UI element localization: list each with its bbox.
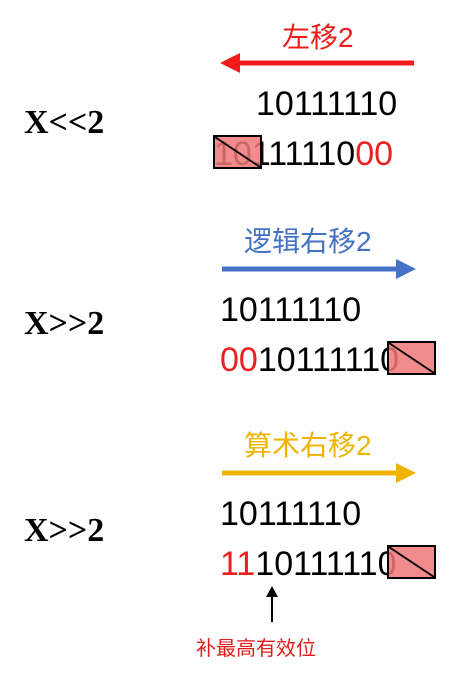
logical-result-body: 10111110 <box>257 341 400 379</box>
arith-result-body: 10111110 <box>255 545 397 583</box>
left-arrow <box>220 53 414 73</box>
logical-shift-title: 逻辑右移2 <box>244 226 372 257</box>
arith-result-bits: 1110111110 <box>220 544 436 584</box>
left-result-bits: 1011111000 <box>213 134 394 174</box>
left-original-bits: 10111110 <box>256 85 398 123</box>
discarded-bits-box <box>387 341 436 375</box>
logical-result-prefix: 00 <box>220 341 258 379</box>
logical-result-bits: 0010111110 <box>220 340 436 380</box>
left-result-suffix: 00 <box>355 135 394 173</box>
arith-result-prefix: 11 <box>220 545 256 583</box>
left-shift-operator: X<<2 <box>24 104 105 141</box>
discarded-bits-box <box>387 545 436 579</box>
left-shift-title: 左移2 <box>282 22 354 53</box>
arith-shift-operator: X>>2 <box>24 512 105 549</box>
arith-shift-title: 算术右移2 <box>244 430 372 461</box>
arith-original-bits: 10111110 <box>220 495 362 533</box>
right-arrow-arith <box>222 463 416 483</box>
discarded-bits-box <box>213 135 262 169</box>
logical-original-bits: 10111110 <box>220 291 362 329</box>
up-arrow-icon <box>266 586 278 622</box>
right-arrow-logical <box>222 259 416 279</box>
sign-extend-note: 补最高有效位 <box>196 638 316 660</box>
logical-shift-operator: X>>2 <box>24 305 105 342</box>
